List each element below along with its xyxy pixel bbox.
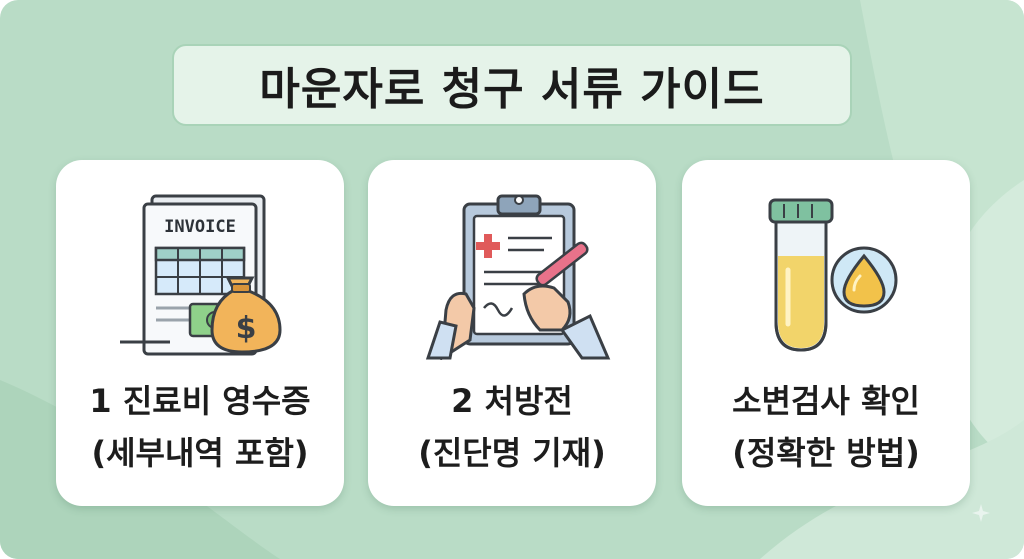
clipboard-prescription-icon [425, 194, 611, 360]
title-box: 마운자로 청구 서류 가이드 [172, 44, 852, 126]
money-bag-symbol: $ [236, 311, 257, 346]
card-prescription-title: 2 처방전 [451, 382, 573, 420]
card-urine-test-title: 소변검사 확인 [732, 382, 920, 420]
sparkle-icon [972, 504, 990, 522]
test-tube-drop-icon [768, 198, 898, 352]
page-title: 마운자로 청구 서류 가이드 [259, 64, 765, 115]
card-urine-test: 소변검사 확인 (정확한 방법) [682, 160, 970, 506]
card-urine-test-subtitle: (정확한 방법) [732, 434, 920, 472]
card-prescription-subtitle: (진단명 기재) [418, 434, 606, 472]
card-receipt-subtitle: (세부내역 포함) [91, 434, 309, 472]
card-prescription: 2 처방전 (진단명 기재) [368, 160, 656, 506]
invoice-money-icon: INVOICE $ [120, 194, 282, 356]
invoice-label: INVOICE [164, 217, 236, 237]
card-receipt-title: 1 진료비 영수증 [89, 382, 311, 420]
card-receipt: INVOICE $ 1 진료비 영수증 (세부내역 포함) [56, 160, 344, 506]
